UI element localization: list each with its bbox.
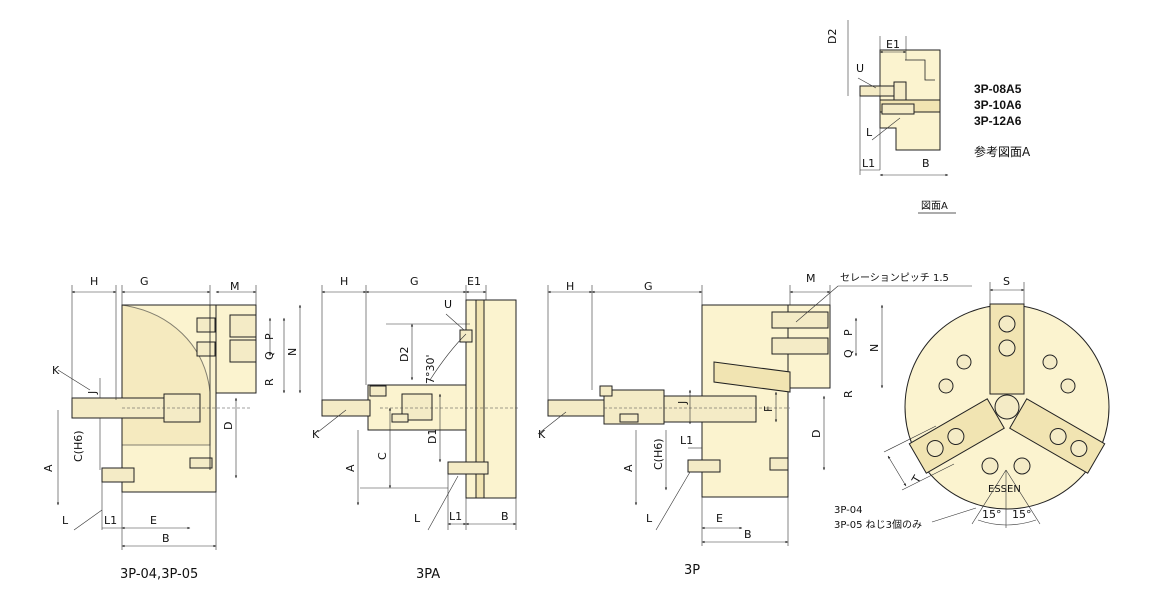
detail-a-label-l1: L1	[862, 157, 875, 170]
view-3p04-label-j: J	[86, 391, 99, 395]
view-3p04-label-b: B	[162, 532, 170, 545]
view-3p-label-l1: L1	[680, 434, 693, 447]
view-3p04-label-h: H	[90, 275, 98, 288]
detail-a: D2 E1 U L L1 B 3P-08A5 3P-10A6 3P-12A6 参…	[826, 20, 1031, 214]
view-3p-label-g: G	[644, 280, 653, 293]
view-3p04-label-l: L	[62, 514, 69, 527]
view-3p04-label-k: K	[52, 364, 60, 377]
front-view-label-s: S	[1003, 275, 1010, 288]
front-view-angle-left: 15°	[982, 508, 1002, 521]
view-3pa-label-d1: D1	[426, 429, 439, 444]
view-3p-label-ch6: C(H6)	[652, 438, 665, 470]
view-3p04-label-r: R	[263, 378, 276, 386]
view-3p04-label-m: M	[230, 280, 240, 293]
view-3p-label-l: L	[646, 512, 653, 525]
view-3p04-label-p: P	[263, 333, 276, 340]
front-view-note-1: 3P-04	[834, 505, 863, 516]
view-3pa-label-k: K	[312, 428, 320, 441]
view-3pa-label-e1: E1	[467, 275, 481, 288]
view-3p04-label-g: G	[140, 275, 149, 288]
detail-a-model-1: 3P-08A5	[974, 82, 1022, 96]
view-3p-label-f: F	[762, 406, 775, 412]
view-3p-label-h: H	[566, 280, 574, 293]
detail-a-model-2: 3P-10A6	[974, 98, 1022, 112]
view-3pa-caption: 3PA	[416, 567, 440, 582]
view-3p04-label-d: D	[222, 422, 235, 430]
view-3p04-label-q: Q	[263, 351, 276, 360]
view-3p-label-e: E	[716, 512, 723, 525]
front-view: ESSEN S T 15° 15° 3P-04 3P-05 ねじ3個のみ	[834, 275, 1110, 531]
view-3p-caption: 3P	[684, 563, 700, 578]
view-3p04-label-ch6: C(H6)	[72, 430, 85, 462]
view-3p: H G M K J F C(H6) A L1 L E B P Q N R D セ…	[537, 272, 972, 578]
view-3p04-label-l1: L1	[104, 514, 117, 527]
view-3pa: H G E1 U D2 7°30' K C A D1 L L1 B 3PA	[312, 275, 520, 582]
front-view-angle-right: 15°	[1012, 508, 1032, 521]
detail-a-label-l: L	[866, 126, 873, 139]
view-3p04: H G M K J C(H6) A P Q N R D L L1 E B 3P-…	[42, 275, 302, 582]
view-3pa-label-a: A	[344, 464, 357, 472]
view-3p-label-j: J	[676, 401, 689, 405]
svg-text:ESSEN: ESSEN	[988, 484, 1021, 495]
detail-a-ref-note: 参考図面A	[974, 144, 1031, 159]
view-3p-label-n: N	[868, 344, 881, 352]
detail-a-label-e1: E1	[886, 38, 900, 51]
view-3pa-label-h: H	[340, 275, 348, 288]
view-3p04-caption: 3P-04,3P-05	[120, 567, 198, 582]
detail-a-label-d2: D2	[826, 29, 839, 44]
view-3pa-label-c: C	[376, 452, 389, 460]
view-3p-label-r: R	[842, 390, 855, 398]
view-3p-label-k: K	[538, 428, 546, 441]
detail-a-model-3: 3P-12A6	[974, 114, 1022, 128]
view-3p-label-q: Q	[842, 349, 855, 358]
view-3pa-label-g: G	[410, 275, 419, 288]
view-3pa-label-u: U	[444, 298, 452, 311]
detail-a-caption: 図面A	[921, 200, 948, 212]
front-view-note-2: 3P-05 ねじ3個のみ	[834, 518, 922, 531]
view-3p04-label-e: E	[150, 514, 157, 527]
view-3p-serration-note: セレーションピッチ 1.5	[840, 272, 949, 284]
view-3p04-label-n: N	[286, 348, 299, 356]
view-3p-label-m: M	[806, 272, 816, 285]
view-3p-label-a: A	[622, 464, 635, 472]
view-3pa-label-b: B	[501, 510, 509, 523]
detail-a-label-u: U	[856, 62, 864, 75]
view-3pa-label-angle: 7°30'	[424, 354, 437, 384]
view-3p-label-d: D	[810, 430, 823, 438]
view-3pa-label-d2: D2	[398, 347, 411, 362]
view-3p04-label-a: A	[42, 464, 55, 472]
view-3p-label-p: P	[842, 329, 855, 336]
detail-a-label-b: B	[922, 157, 930, 170]
view-3pa-label-l1: L1	[449, 510, 462, 523]
view-3pa-label-l: L	[414, 512, 421, 525]
view-3p-label-b: B	[744, 528, 752, 541]
front-view-label-t: T	[909, 473, 924, 486]
